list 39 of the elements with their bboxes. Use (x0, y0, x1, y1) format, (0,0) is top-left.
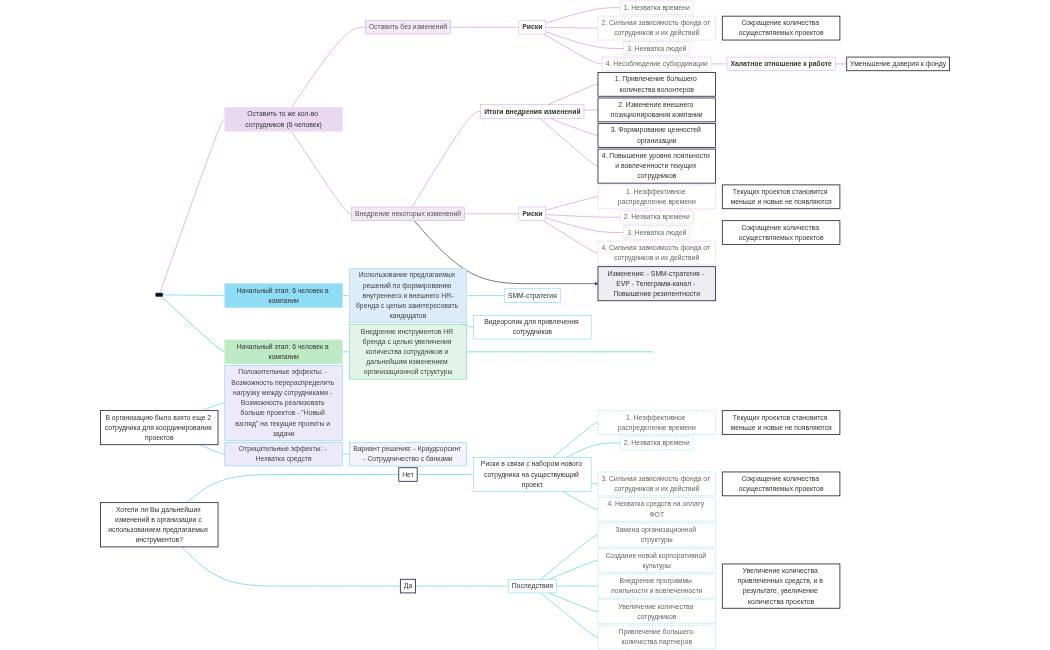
connector (552, 422, 599, 458)
connector (540, 534, 599, 580)
connector (160, 296, 226, 353)
connector (710, 63, 728, 65)
connector (590, 483, 599, 485)
connector (416, 474, 474, 475)
connector (545, 27, 599, 29)
connector (464, 213, 520, 215)
connector (565, 442, 621, 458)
connector (542, 220, 599, 254)
node-box (155, 292, 163, 297)
connector (539, 118, 599, 167)
connector (543, 33, 603, 65)
connector (548, 592, 599, 612)
connector (291, 26, 366, 108)
connector (545, 196, 599, 211)
connector (548, 560, 599, 580)
connector (450, 26, 520, 28)
connector (159, 118, 226, 294)
connector (562, 491, 599, 510)
connector (181, 546, 401, 587)
connector (545, 31, 625, 49)
connector (545, 7, 621, 24)
connector (556, 585, 599, 587)
connector (547, 84, 599, 106)
connector (342, 295, 350, 296)
connector (549, 118, 599, 136)
connector (162, 294, 226, 296)
connector (583, 109, 599, 111)
connector (186, 474, 400, 503)
connector (411, 111, 482, 208)
connector (545, 214, 621, 218)
connector (291, 130, 352, 215)
connector (834, 63, 848, 65)
connector (540, 592, 599, 638)
connector (466, 295, 505, 296)
connector (545, 217, 625, 233)
connector (342, 453, 350, 455)
connector (199, 444, 226, 455)
